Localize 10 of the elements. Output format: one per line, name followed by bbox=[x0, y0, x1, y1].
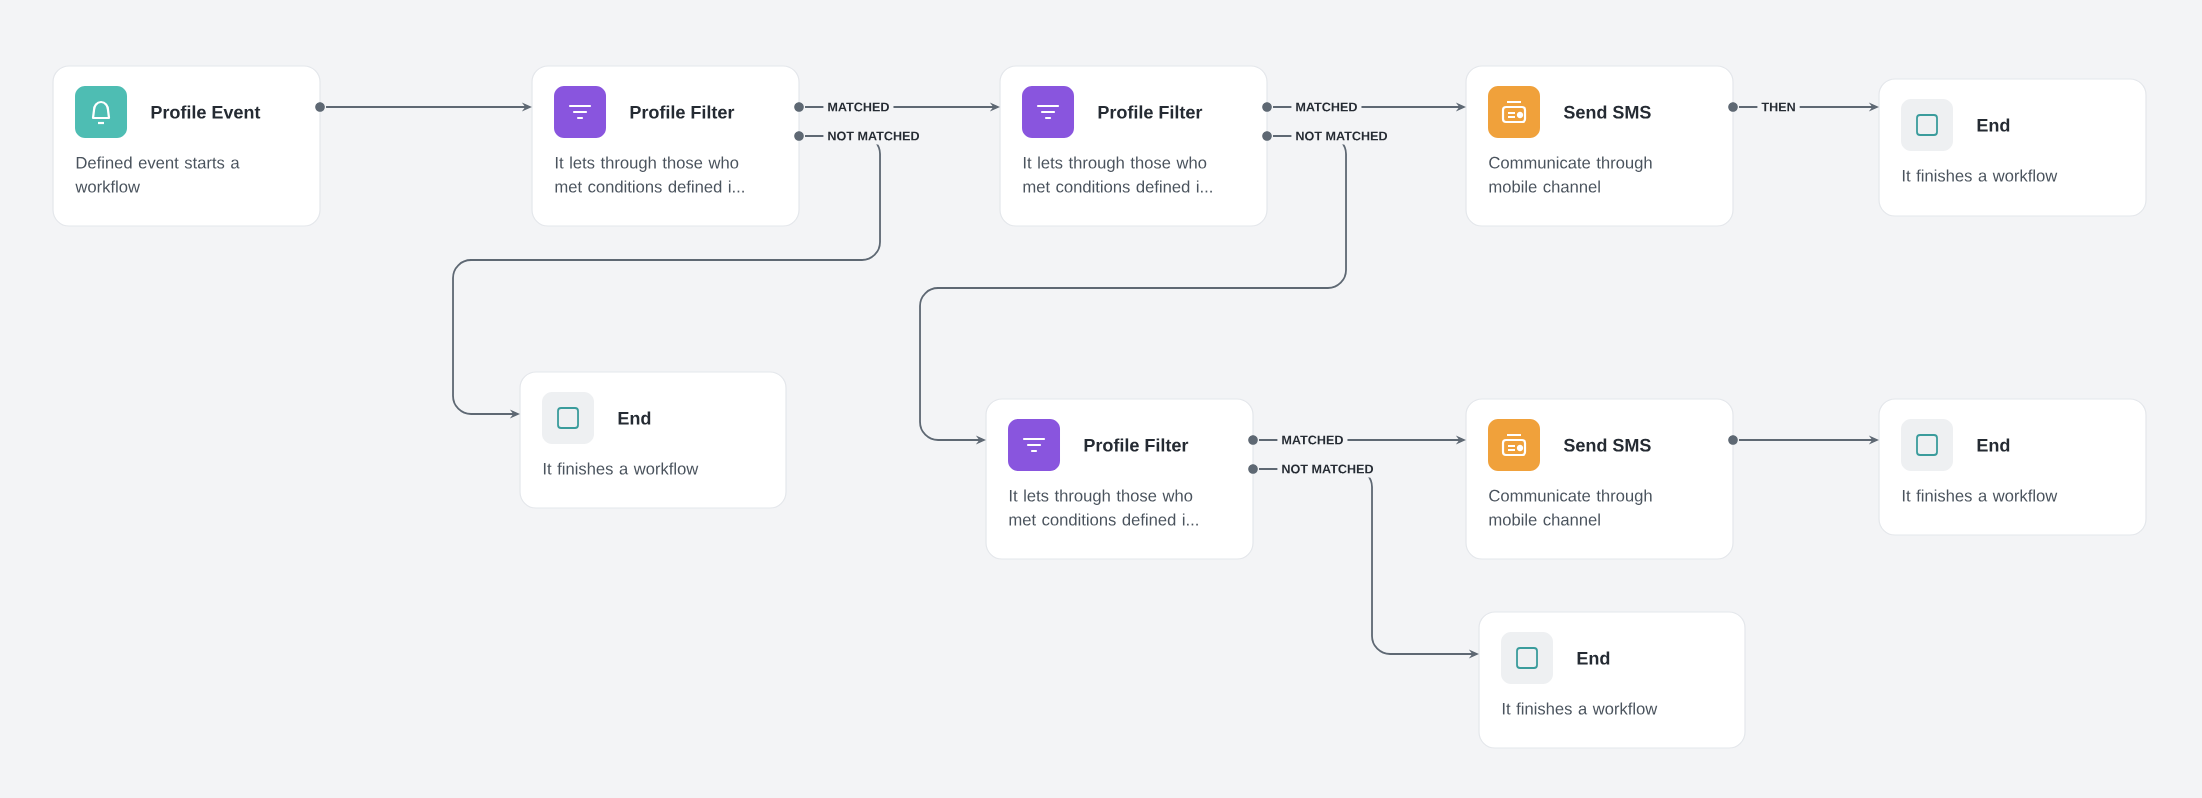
workflow-card: Profile Event Defined event starts a workflow bbox=[52, 65, 325, 227]
workflow-card: Profile Filter It lets through those who met conditions defined i... bbox=[999, 65, 1272, 227]
workflow-card: End It finishes a workflow bbox=[1878, 398, 2147, 536]
workflow-card: End It finishes a workflow bbox=[1878, 78, 2147, 217]
workflow-card: Profile Filter It lets through those who met conditions defined i... bbox=[985, 398, 1258, 560]
workflow-card: Send SMS Communicate through mobile channel bbox=[1465, 398, 1738, 560]
workflow-card: End It finishes a workflow bbox=[519, 371, 787, 509]
workflow-card: Send SMS Communicate through mobile channel bbox=[1465, 65, 1738, 227]
workflow-card: End It finishes a workflow bbox=[1478, 611, 1746, 749]
workflow-card: Profile Filter It lets through those who met conditions defined i... bbox=[531, 65, 804, 227]
